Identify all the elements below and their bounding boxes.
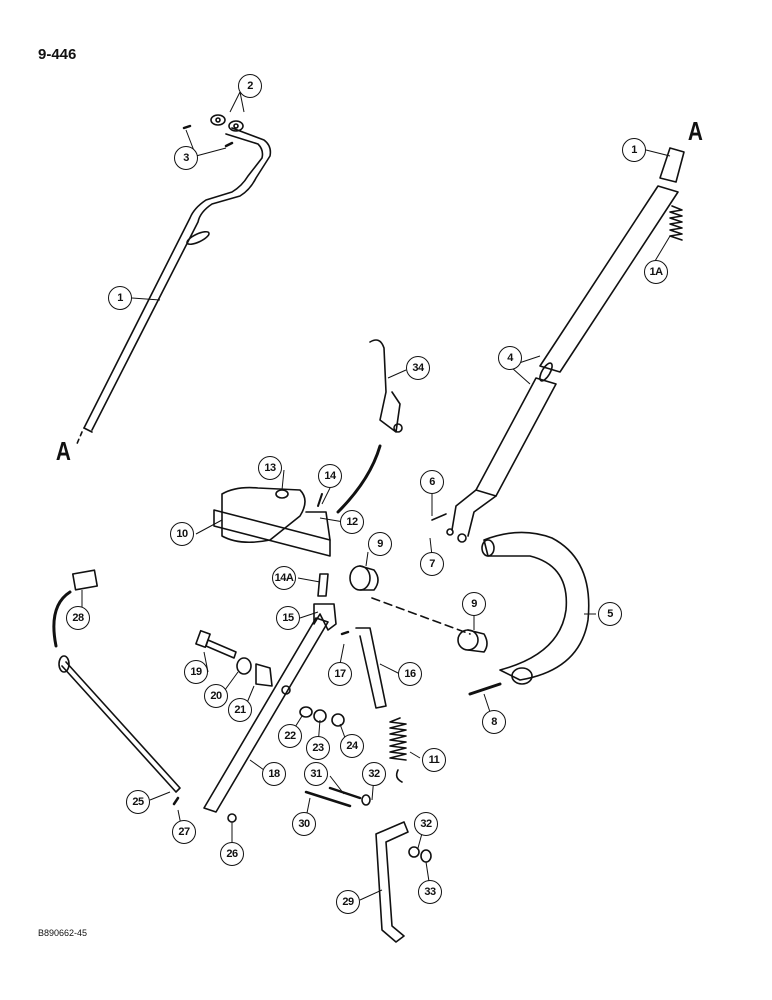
page-number: 9-446 [38,46,77,63]
callout-5: 5 [598,602,622,626]
callout-34: 34 [406,356,430,380]
callout-7: 7 [420,552,444,576]
section-marker-bottom: A [55,436,71,466]
callout-20: 20 [204,684,228,708]
callout-30: 30 [292,812,316,836]
section-marker-top: A [687,116,703,146]
callout-33: 33 [418,880,442,904]
bushing-upper [349,565,379,591]
callout-6: 6 [420,470,444,494]
bar-18 [203,617,329,813]
callout-32-lower: 32 [414,812,438,836]
fasteners-left [195,629,273,687]
callout-19: 19 [184,660,208,684]
lever-5 [481,531,590,685]
callout-1a: 1A [644,260,668,284]
callout-23: 23 [306,736,330,760]
callout-3: 3 [174,146,198,170]
callout-4: 4 [498,346,522,370]
callout-26: 26 [220,842,244,866]
callout-8: 8 [482,710,506,734]
upper-link-34 [369,339,403,433]
callout-21: 21 [228,698,252,722]
washers [182,114,244,148]
callout-9-upper: 9 [368,532,392,556]
callout-29: 29 [336,890,360,914]
callout-32-upper: 32 [362,762,386,786]
right-control-tube [431,147,685,543]
callout-1-left: 1 [108,286,132,310]
callout-25: 25 [126,790,150,814]
callout-28: 28 [66,606,90,630]
callout-11: 11 [422,748,446,772]
left-control-rod [75,127,272,447]
callout-14: 14 [318,464,342,488]
callout-12: 12 [340,510,364,534]
callout-22: 22 [278,724,302,748]
callout-14a: 14A [272,566,296,590]
callout-17: 17 [328,662,352,686]
callout-16: 16 [398,662,422,686]
callout-1-right: 1 [622,138,646,162]
clevis-15 [313,573,337,631]
figure-code: B890662-45 [38,928,88,938]
spring-1a [669,205,683,241]
callout-2: 2 [238,74,262,98]
callout-15: 15 [276,606,300,630]
callout-24: 24 [340,734,364,758]
shaft-assembly [213,486,331,557]
bushing-lower [457,629,488,653]
callout-27: 27 [172,820,196,844]
callout-10: 10 [170,522,194,546]
callout-31: 31 [304,762,328,786]
link-16 [355,627,387,709]
spring-11 [389,717,407,783]
callout-9-lower: 9 [462,592,486,616]
rod-25 [58,655,181,793]
callout-13: 13 [258,456,282,480]
bracket-29 [375,821,409,943]
callout-18: 18 [262,762,286,786]
